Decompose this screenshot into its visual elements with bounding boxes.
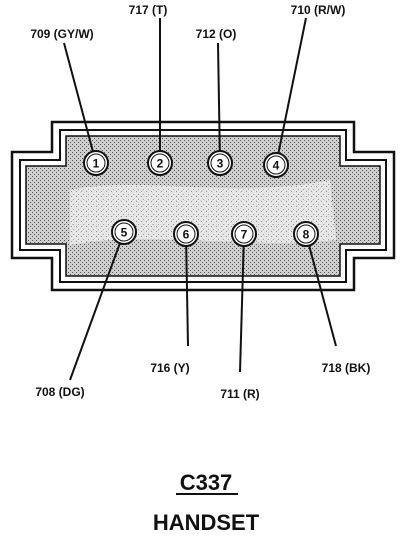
pin-6: 6 716 (Y)	[150, 221, 199, 375]
pin-5: 5 708 (DG)	[35, 219, 137, 399]
pin-7: 7 711 (R)	[220, 221, 260, 401]
pin-3-number: 3	[217, 157, 224, 171]
pin-1-leader-line	[63, 42, 97, 164]
pin-2-terminal	[147, 150, 173, 176]
pin-6-terminal-ring	[176, 224, 196, 244]
pin-5-terminal-ring	[114, 222, 134, 242]
pin-1: 1 709 (GY/W)	[30, 27, 109, 176]
connector-inner-outline	[19, 129, 387, 283]
pin-7-number: 7	[241, 228, 248, 242]
pin-4: 4 710 (R/W)	[263, 3, 346, 178]
pin-2-number: 2	[157, 157, 164, 171]
pin-4-wire-label: 710 (R/W)	[291, 3, 346, 17]
pin-7-leader-line	[239, 233, 245, 373]
pin-8: 8 718 (BK)	[293, 221, 371, 375]
pin-2-terminal-ring	[150, 153, 170, 173]
pin-5-wire-label: 708 (DG)	[35, 385, 84, 399]
pin-5-leader-line	[69, 231, 125, 381]
pin-8-terminal-ring	[296, 224, 316, 244]
pin-6-wire-label: 716 (Y)	[150, 361, 189, 375]
pin-6-terminal	[173, 221, 199, 247]
pin-4-terminal-ring	[266, 155, 286, 175]
pin-4-leader-line	[275, 17, 307, 166]
pin-3-wire-label: 712 (O)	[196, 27, 237, 41]
pin-8-leader-line	[305, 233, 337, 347]
pin-8-number: 8	[303, 228, 310, 242]
connector-name: HANDSET	[153, 510, 260, 535]
pin-1-terminal	[83, 150, 109, 176]
connector-id: C337	[180, 470, 233, 495]
pin-5-number: 5	[121, 226, 128, 240]
pin-6-leader-line	[185, 233, 189, 347]
pin-7-wire-label: 711 (R)	[220, 387, 259, 401]
pin-2-wire-label: 717 (T)	[129, 3, 168, 17]
pin-8-wire-label: 718 (BK)	[322, 361, 371, 375]
connector-outline	[10, 120, 396, 292]
pin-2: 2 717 (T)	[129, 3, 173, 176]
pin-3-terminal	[207, 150, 233, 176]
pin-3: 3 712 (O)	[196, 27, 237, 176]
pin-7-terminal	[231, 221, 257, 247]
pin-8-terminal	[293, 221, 319, 247]
pin-7-terminal-ring	[234, 224, 254, 244]
pin-1-terminal-ring	[86, 153, 106, 173]
pin-5-terminal	[111, 219, 137, 245]
pin-1-number: 1	[93, 157, 100, 171]
pin-layer: 1 709 (GY/W) 2 717 (T) 3 712 (O) 4 710 (R/W) 5 70…	[30, 3, 370, 401]
pin-1-wire-label: 709 (GY/W)	[30, 27, 93, 41]
pin-4-number: 4	[273, 159, 280, 173]
pin-3-leader-line	[217, 42, 221, 164]
pin-6-number: 6	[183, 228, 190, 242]
pin-3-terminal-ring	[210, 153, 230, 173]
pin-4-terminal	[263, 152, 289, 178]
